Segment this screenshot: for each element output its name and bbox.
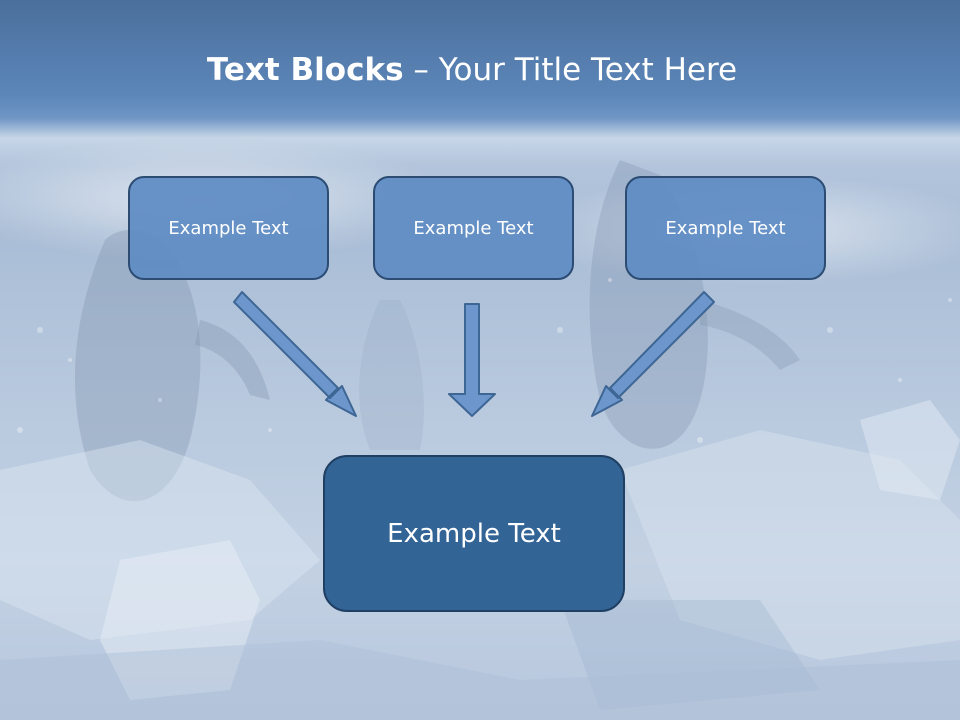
text-block-2-label: Example Text xyxy=(413,217,534,239)
text-block-1-label: Example Text xyxy=(168,217,289,239)
main-text-block[interactable]: Example Text xyxy=(323,455,625,612)
arrow-right-diagonal xyxy=(591,291,715,417)
text-block-2[interactable]: Example Text xyxy=(373,176,574,280)
text-block-3-label: Example Text xyxy=(665,217,786,239)
title-dash: – xyxy=(403,52,439,88)
title-rest-text: Your Title Text Here xyxy=(438,52,738,88)
arrow-center-down xyxy=(448,303,496,417)
text-block-3[interactable]: Example Text xyxy=(625,176,826,280)
slide-title: Text Blocks – Your Title Text Here xyxy=(0,52,944,88)
arrow-left-diagonal xyxy=(233,291,357,417)
text-block-1[interactable]: Example Text xyxy=(128,176,329,280)
title-bold-text: Text Blocks xyxy=(206,52,404,88)
main-text-block-label: Example Text xyxy=(387,518,561,549)
